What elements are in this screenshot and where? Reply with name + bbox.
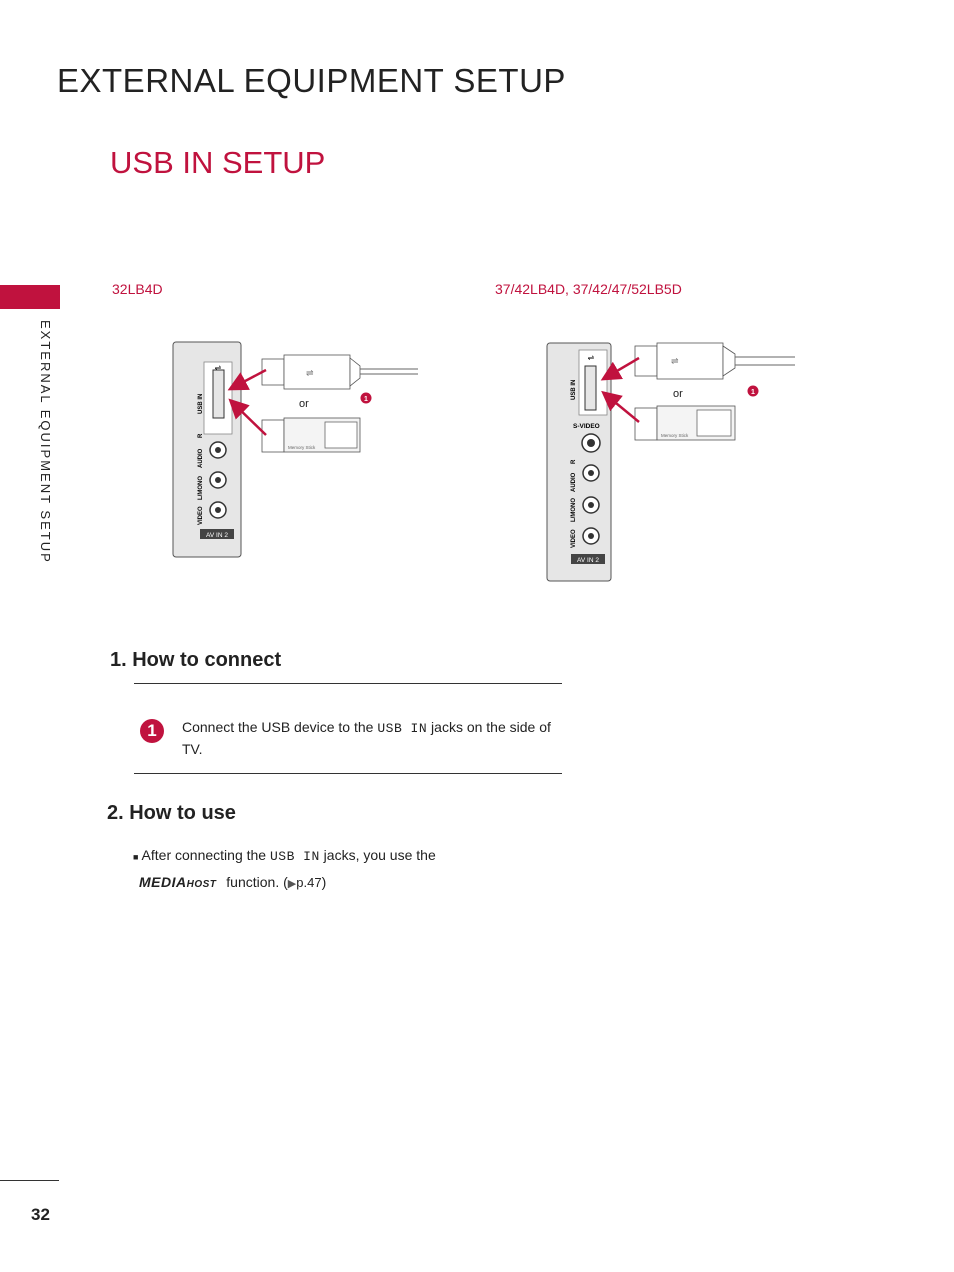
page-header-title: EXTERNAL EQUIPMENT SETUP (57, 62, 566, 99)
mediahost-logo: MEDIAHOST (139, 874, 216, 890)
audio-r-jack-core (215, 447, 221, 453)
footer-divider (0, 1180, 59, 1181)
usb-port (212, 369, 225, 419)
use-text-after: jacks, you use the (319, 847, 436, 863)
how-to-connect-heading: 1. How to connect (110, 649, 282, 671)
audio-l-jack-core (588, 502, 594, 508)
connect-instruction: Connect the USB device to the USB IN jac… (182, 717, 562, 759)
usb-plug-tip (634, 345, 658, 377)
close-paren: ) (321, 874, 327, 890)
video-jack-core (588, 533, 594, 539)
right-connection-diagram: ⇌ USB IN S-VIDEO AUDIO R L/MONO VIDEO AV… (546, 342, 795, 582)
av-in-badge-text: AV IN 2 (206, 532, 228, 539)
callout-number: 1 (751, 389, 755, 396)
left-connection-diagram: ⇌ USB IN AUDIO R L/MONO VIDEO AV IN 2 ⇌ … (172, 341, 418, 558)
arrow-to-port-lower (228, 398, 267, 436)
or-label: or (299, 398, 309, 410)
usb-plug-icon: ⇌ (671, 356, 679, 366)
av-in-badge (200, 529, 234, 539)
memory-stick-text: Memory Stick (288, 445, 316, 450)
sidebar-tab (0, 285, 60, 309)
or-label: or (673, 388, 683, 400)
audio-label: AUDIO (571, 472, 577, 492)
usb-in-jack-name: USB IN (377, 721, 428, 736)
audio-l-jack-core (215, 477, 221, 483)
audio-r-label: R (198, 433, 204, 438)
video-label: VIDEO (198, 506, 204, 525)
arrow-right-icon: ▶ (287, 878, 297, 890)
sidebar-label: EXTERNAL EQUIPMENT SETUP (38, 320, 62, 580)
av-in-badge-text: AV IN 2 (577, 557, 599, 564)
connect-text-after: jacks on the side of TV. (182, 719, 551, 757)
mediahost-main: MEDIA (139, 874, 187, 890)
arrow-to-port-upper (600, 356, 640, 381)
arrow-to-port-upper (227, 368, 267, 391)
page-reference-link[interactable]: p.47 (296, 875, 322, 890)
usb-plug-strain-relief (349, 357, 361, 387)
divider-bottom (134, 773, 562, 774)
how-to-use-heading: 2. How to use (107, 802, 236, 824)
audio-l-label: L/MONO (571, 498, 577, 522)
audio-l-label: L/MONO (198, 476, 204, 500)
audio-r-jack-core (588, 470, 594, 476)
usb-symbol-icon: ⇌ (215, 363, 222, 372)
usb-plug-strain-relief (722, 345, 736, 377)
memory-stick-text: Memory Stick (661, 433, 689, 438)
section-title: USB IN SETUP (110, 145, 326, 180)
sidebar-label-text: EXTERNAL EQUIPMENT SETUP (38, 320, 53, 564)
usb-plug-icon: ⇌ (306, 368, 314, 378)
memory-stick-label-area (696, 409, 732, 437)
model-label-left: 32LB4D (112, 281, 163, 297)
s-video-jack-core (587, 439, 595, 447)
page-number: 32 (31, 1205, 50, 1224)
audio-label: AUDIO (198, 448, 204, 468)
audio-r-label: R (571, 459, 577, 464)
usb-in-port-label: USB IN (198, 394, 204, 414)
usb-cable-plug (283, 354, 351, 390)
memory-stick-tip (634, 407, 658, 441)
use-instruction: ■ After connecting the USB IN jacks, you… (133, 843, 533, 897)
callout-badge (360, 392, 372, 404)
memory-stick-tip (261, 419, 285, 453)
model-label-right: 37/42LB4D, 37/42/47/52LB5D (495, 281, 682, 297)
mediahost-sub: HOST (186, 879, 217, 890)
callout-badge (747, 385, 759, 397)
s-video-label: S-VIDEO (573, 423, 600, 430)
divider-top (134, 683, 562, 684)
av-in-badge (571, 554, 605, 564)
bullet-square-icon: ■ (133, 852, 139, 862)
function-text: function. ( (222, 874, 288, 890)
usb-port (584, 365, 597, 411)
step-number-badge: 1 (140, 719, 164, 743)
usb-in-jack-name: USB IN (269, 849, 320, 864)
use-text-before: After connecting the (138, 847, 270, 863)
arrow-to-port-lower (601, 390, 640, 423)
usb-symbol-icon: ⇌ (588, 353, 595, 362)
callout-number: 1 (364, 396, 368, 403)
usb-in-port-label: USB IN (571, 380, 577, 400)
video-label: VIDEO (571, 529, 577, 548)
connect-text-before: Connect the USB device to the (182, 719, 378, 735)
usb-cable-plug (656, 342, 724, 380)
video-jack-core (215, 507, 221, 513)
memory-stick-label-area (324, 421, 358, 449)
usb-plug-tip (261, 358, 285, 386)
